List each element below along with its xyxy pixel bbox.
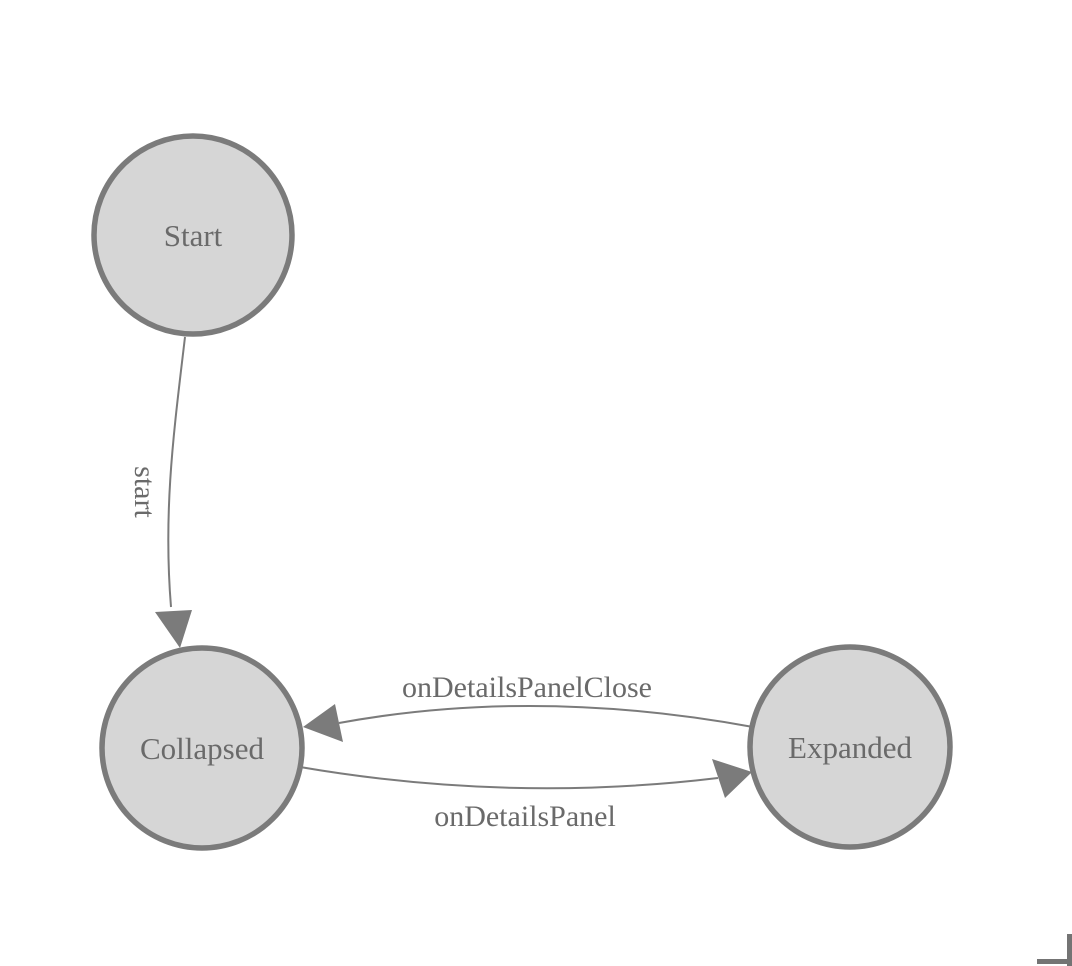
edge-on-details-panel-close xyxy=(338,704,754,728)
edge-label-on-details-panel-close: onDetailsPanelClose xyxy=(402,671,652,704)
arrowhead-icon-on-details-panel-close xyxy=(303,704,343,742)
node-expanded xyxy=(747,644,953,850)
edge-label-start-transition: start xyxy=(128,466,161,518)
node-start xyxy=(91,133,295,337)
arrowhead-icon-start-transition xyxy=(155,610,192,648)
node-label-collapsed: Collapsed xyxy=(140,731,264,766)
edge-start-transition xyxy=(167,336,186,608)
arrowhead-icon-on-details-panel xyxy=(712,759,752,798)
node-label-expanded: Expanded xyxy=(788,730,912,765)
edge-label-on-details-panel: onDetailsPanel xyxy=(434,800,616,833)
edge-on-details-panel xyxy=(299,766,719,790)
node-collapsed xyxy=(99,645,305,851)
corner-mark-segment-1 xyxy=(1037,959,1072,964)
node-label-start: Start xyxy=(164,218,223,253)
corner-mark-segment-0 xyxy=(1067,934,1072,966)
